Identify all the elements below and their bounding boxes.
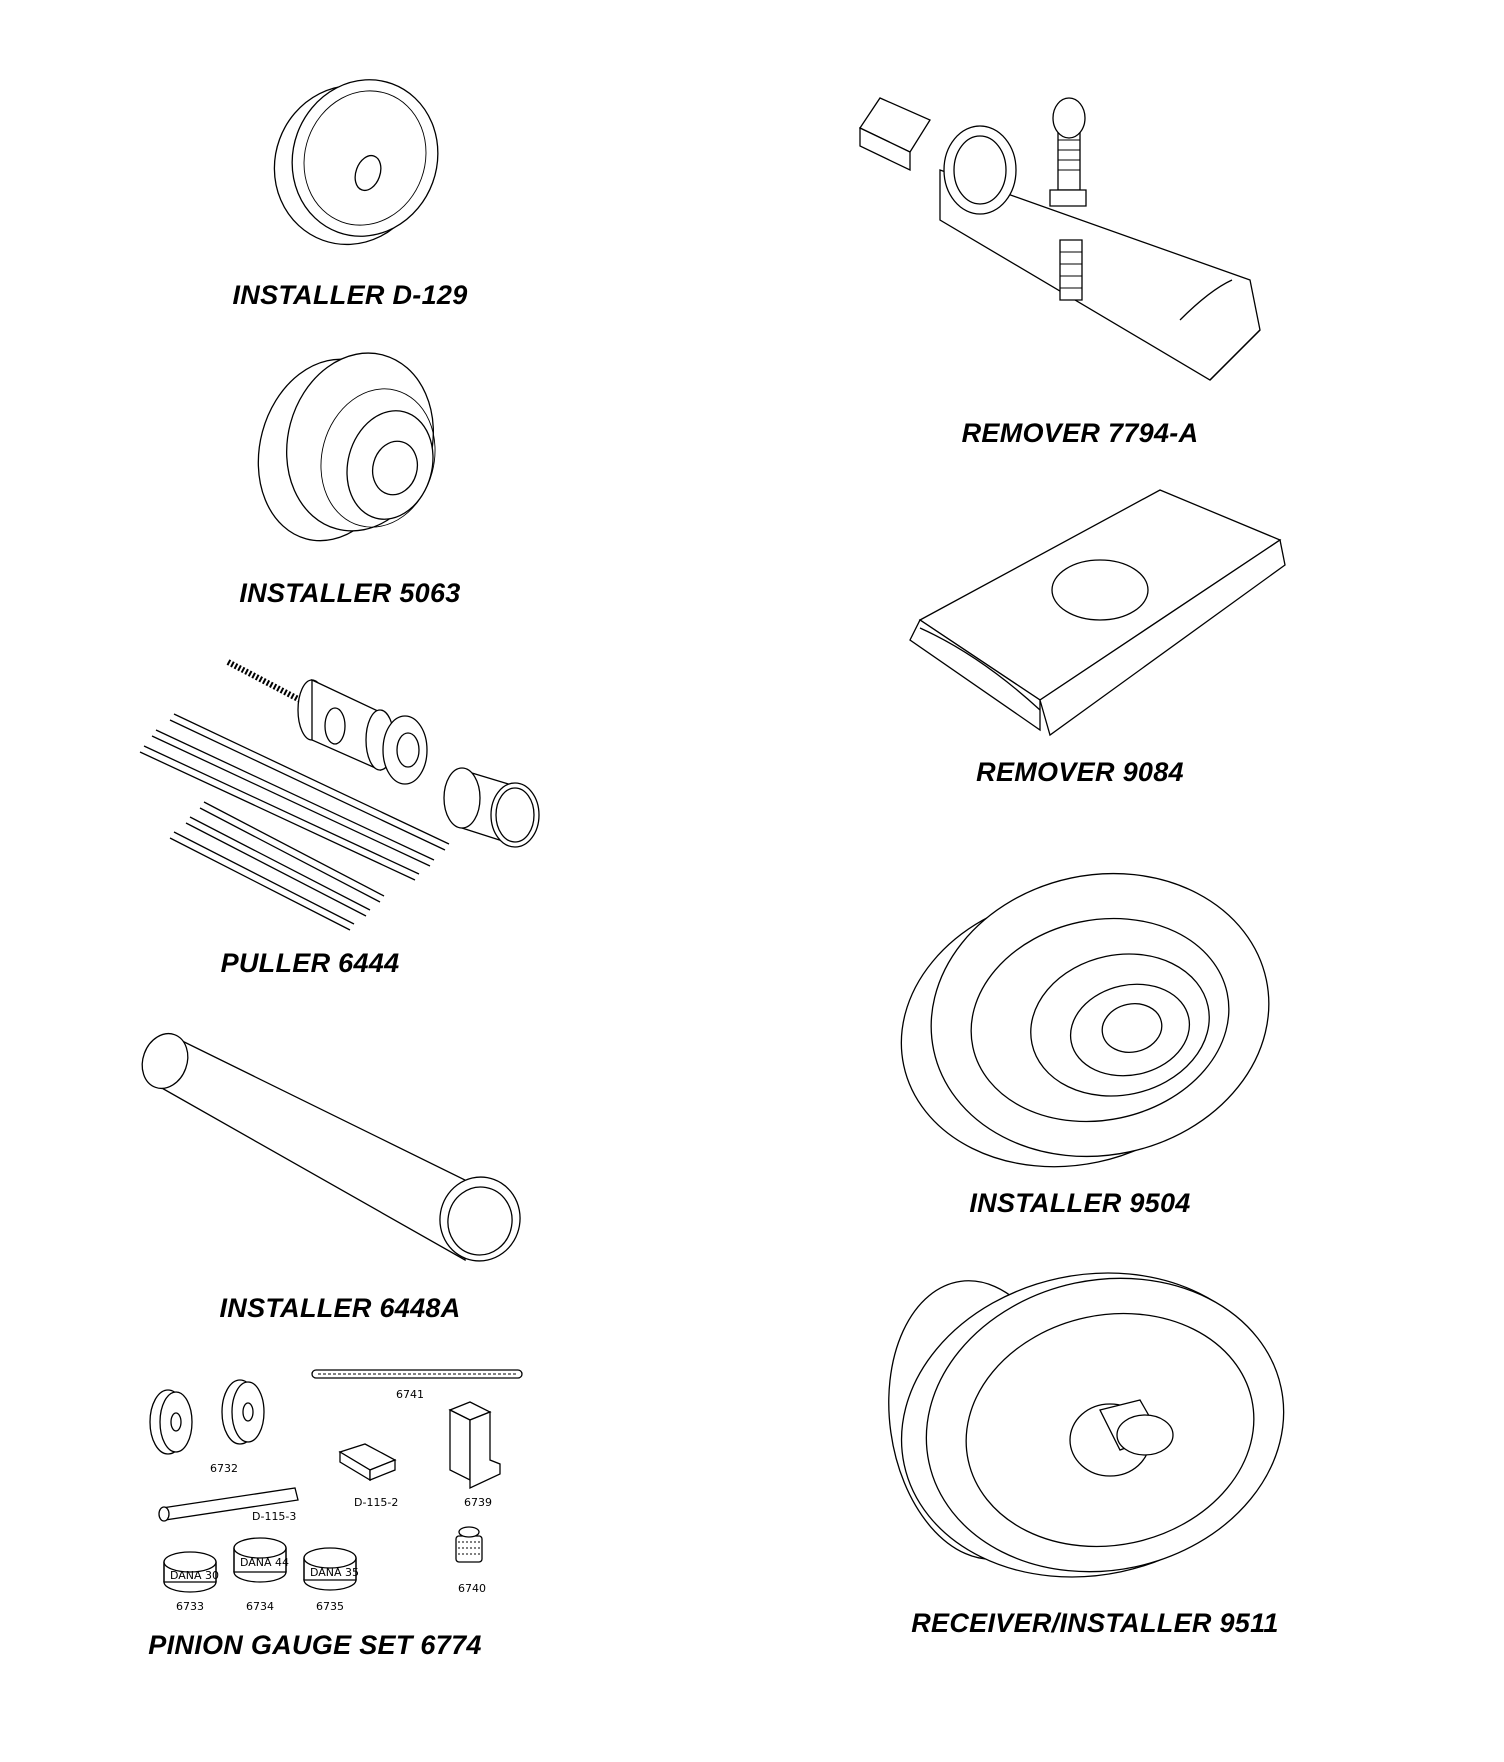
pinion-gauge-drawing: 6732 6741 D-115-2 6739 D-115-3 DANA 30 6… <box>140 1360 560 1613</box>
part-6735: 6735 <box>316 1600 344 1613</box>
tool-receiver-installer-9511: RECEIVER/INSTALLER 9511 <box>860 1260 1340 1650</box>
remover-7794a-drawing <box>860 80 1320 400</box>
part-6732: 6732 <box>210 1462 238 1475</box>
part-6741: 6741 <box>396 1388 424 1401</box>
remover-9084-drawing <box>880 480 1320 750</box>
part-dana35: DANA 35 <box>310 1566 359 1579</box>
part-6740: 6740 <box>458 1582 486 1595</box>
tool-puller-6444: PULLER 6444 <box>140 640 560 985</box>
tool-installer-5063: INSTALLER 5063 <box>200 330 500 615</box>
part-6739: 6739 <box>464 1496 492 1509</box>
installer-6448a-label: INSTALLER 6448A <box>219 1293 461 1323</box>
part-6733: 6733 <box>176 1600 204 1613</box>
installer-9504-drawing <box>870 830 1330 1190</box>
puller-6444-label: PULLER 6444 <box>220 948 400 978</box>
pinion-gauge-set-label: PINION GAUGE SET 6774 <box>148 1630 482 1660</box>
part-d1152: D-115-2 <box>354 1496 398 1509</box>
part-dana44: DANA 44 <box>240 1556 289 1569</box>
tool-installer-d129: INSTALLER D-129 <box>200 40 500 320</box>
installer-d129-drawing <box>200 40 500 280</box>
receiver-installer-9511-drawing <box>860 1260 1340 1590</box>
installer-5063-drawing <box>200 330 500 570</box>
part-6734: 6734 <box>246 1600 274 1613</box>
remover-7794a-label: REMOVER 7794-A <box>961 418 1199 448</box>
remover-9084-label: REMOVER 9084 <box>976 757 1184 787</box>
tool-remover-7794a: REMOVER 7794-A <box>860 80 1320 455</box>
part-dana30: DANA 30 <box>170 1569 219 1582</box>
tool-installer-9504: INSTALLER 9504 <box>870 830 1330 1230</box>
tool-remover-9084: REMOVER 9084 <box>880 480 1320 800</box>
tool-installer-6448a: INSTALLER 6448A <box>150 1005 550 1335</box>
installer-6448a-drawing <box>150 1005 550 1275</box>
puller-6444-drawing <box>140 640 560 940</box>
installer-9504-label: INSTALLER 9504 <box>969 1188 1191 1218</box>
installer-5063-label: INSTALLER 5063 <box>239 578 461 608</box>
receiver-installer-9511-label: RECEIVER/INSTALLER 9511 <box>911 1608 1279 1638</box>
tool-pinion-gauge-set: 6732 6741 D-115-2 6739 D-115-3 DANA 30 6… <box>140 1360 560 1675</box>
installer-d129-label: INSTALLER D-129 <box>232 280 468 310</box>
part-d1153: D-115-3 <box>252 1510 296 1523</box>
